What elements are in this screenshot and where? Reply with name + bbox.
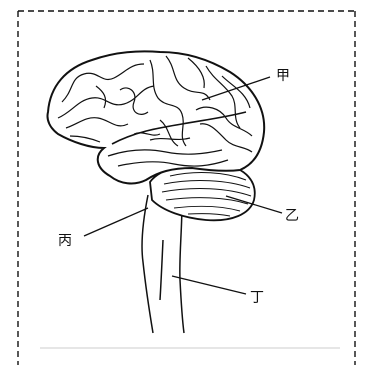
label-ding: 丁 (250, 290, 264, 306)
label-bing: 丙 (58, 233, 72, 249)
label-yi: 乙 (285, 208, 299, 224)
label-jia: 甲 (276, 68, 290, 84)
